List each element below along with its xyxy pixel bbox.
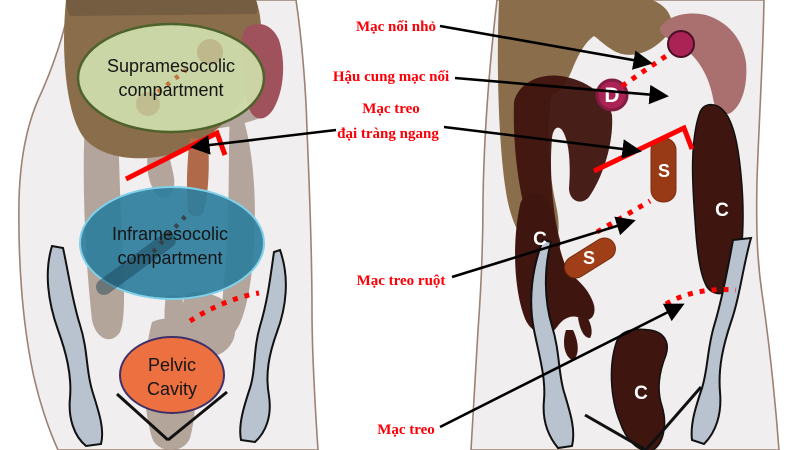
duodenum-letter: D: [604, 84, 619, 107]
arrow-mesentery: [439, 303, 685, 429]
label-mesentery: Mạc treo: [377, 422, 435, 438]
arrow-omental-bursa: [454, 76, 669, 105]
annotation-labels: Mạc nối nhỏ Hậu cung mạc nối Mạc treo đạ…: [333, 19, 449, 438]
pelvic-bones-left: [46, 244, 287, 448]
ileum-capsule: [564, 237, 616, 279]
mesentery-band: [96, 232, 176, 295]
inframesocolic-ellipse: [79, 186, 265, 300]
ileum-letter: S: [583, 248, 595, 268]
arrow-transverse-mesocolon-right: [443, 125, 642, 159]
omentum-node: [667, 30, 695, 58]
arrow-small-bowel-mesentery: [451, 216, 636, 279]
pelvic-bones-right: [530, 236, 753, 450]
colon-left-letter: C: [533, 229, 547, 250]
mesentery-dotted-grey: [151, 209, 192, 254]
label-transverse-mesocolon-line1: Mạc treo: [362, 101, 420, 117]
pelvic-label-line2: Cavity: [147, 379, 197, 399]
inframesocolic-label-line2: compartment: [117, 248, 222, 268]
label-omental-bursa: Hậu cung mạc nối: [333, 69, 449, 85]
mesentery-dotted-right: [595, 198, 652, 235]
label-transverse-mesocolon-line2: đại tràng ngang: [337, 126, 439, 142]
pelvic-label-line1: Pelvic: [148, 355, 196, 375]
ellipse-texture-spot: [197, 39, 223, 65]
annotation-arrows: [190, 24, 685, 429]
arrow-transverse-mesocolon-left: [190, 128, 337, 155]
colon-descending-letter: C: [715, 200, 729, 221]
label-lesser-omentum: Mạc nối nhỏ: [356, 19, 436, 35]
bowel-drip: [564, 330, 578, 360]
duodenum-node: [595, 78, 629, 112]
supramesocolic-label-line2: compartment: [118, 80, 223, 100]
pelvic-v-lines-right: [584, 386, 703, 450]
jejunum-letter: S: [658, 161, 670, 181]
supramesocolic-label-line1: Supramesocolic: [107, 56, 235, 76]
pelvic-cavity-ellipse: [119, 336, 225, 414]
right-figure: D S S C C C: [470, 0, 780, 450]
mesentery-root-dotted-left: [188, 290, 260, 324]
colon-sigmoid: [610, 328, 668, 450]
omentum-dotted-right: [620, 51, 671, 89]
supramesocolic-ellipse: [76, 22, 266, 134]
ellipse-texture-spot: [136, 92, 160, 116]
arrow-lesser-omentum: [439, 24, 653, 70]
label-small-bowel-mesentery: Mạc treo ruột: [357, 273, 446, 289]
liver-top-shade: [66, 0, 258, 16]
bowel-drip: [578, 314, 592, 338]
left-figure: Supramesocolic compartment Inframesocoli…: [18, 0, 319, 450]
pelvic-v-lines-left: [115, 390, 228, 442]
colon-sigmoid-letter: C: [634, 383, 648, 404]
inframesocolic-label-line1: Inframesocolic: [112, 224, 228, 244]
transverse-mesocolon-line-left: [124, 129, 228, 182]
